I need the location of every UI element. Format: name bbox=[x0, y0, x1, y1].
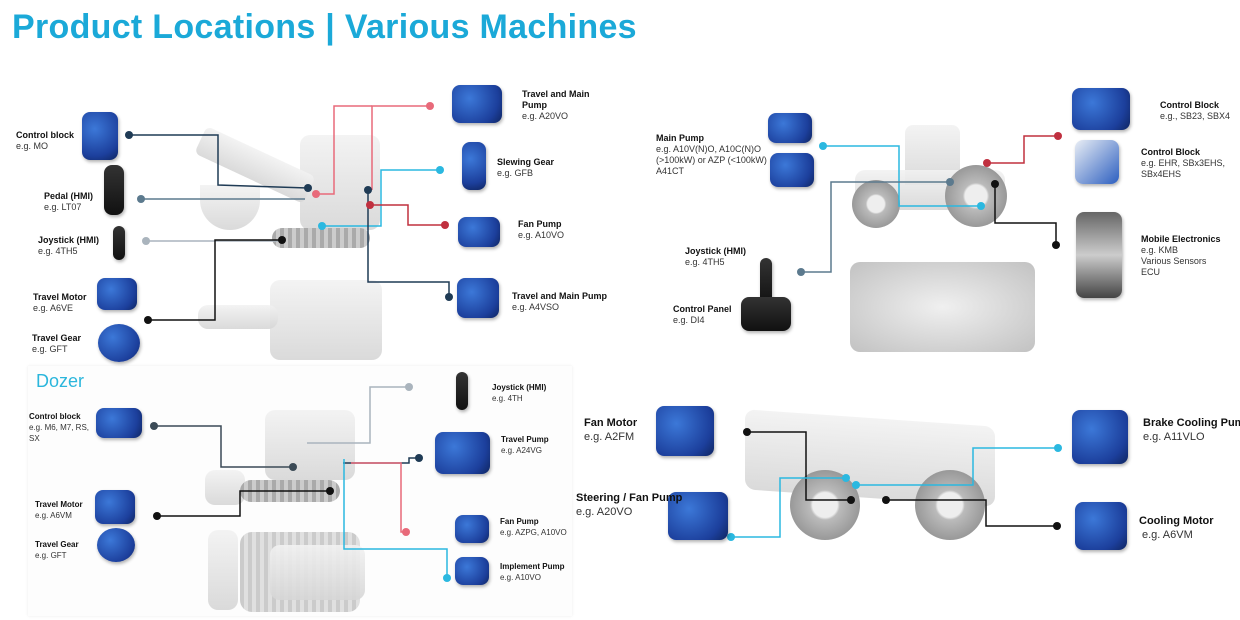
control-block-sb23-image bbox=[1072, 88, 1130, 130]
page-title: Product Locations | Various Machines bbox=[12, 8, 637, 46]
pedal-image bbox=[104, 165, 124, 215]
travel-gear-image bbox=[98, 324, 140, 362]
control-block-image bbox=[82, 112, 118, 160]
mobile-electronics-image bbox=[1076, 212, 1122, 298]
control-panel-image bbox=[741, 297, 791, 331]
tractor-joystick-image bbox=[760, 258, 772, 304]
implement-pump-image bbox=[455, 557, 489, 585]
steering-fan-pump-image bbox=[668, 492, 728, 540]
travel-main-pump-a20vo-image bbox=[452, 85, 502, 123]
label-pedal: Pedal (HMI)e.g. LT07 bbox=[44, 191, 94, 212]
dozer-fan-pump-image bbox=[455, 515, 489, 543]
label-dozer-joystick: Joystick (HMI)e.g. 4TH bbox=[492, 383, 547, 403]
joystick-image bbox=[113, 226, 125, 260]
slewing-gear-image bbox=[462, 142, 486, 190]
control-block-ehr-image bbox=[1075, 140, 1119, 184]
brake-cooling-pump-image bbox=[1072, 410, 1128, 464]
dozer-joystick-image bbox=[456, 372, 468, 410]
travel-pump-image bbox=[435, 432, 490, 474]
label-joystick: Joystick (HMI)e.g. 4TH5 bbox=[38, 235, 100, 256]
travel-main-pump-a4vso-image bbox=[457, 278, 499, 318]
label-tractor-joystick: Joystick (HMI)e.g. 4TH5 bbox=[685, 246, 747, 267]
main-pump-image-2 bbox=[770, 153, 814, 187]
dozer-control-block-image bbox=[96, 408, 142, 438]
fan-pump-image bbox=[458, 217, 500, 247]
dozer-travel-gear-image bbox=[97, 528, 135, 562]
travel-motor-image bbox=[97, 278, 137, 310]
cooling-motor-image bbox=[1075, 502, 1127, 550]
main-pump-image-1 bbox=[768, 113, 812, 143]
dozer-title: Dozer bbox=[36, 371, 85, 391]
fan-motor-image bbox=[656, 406, 714, 456]
dozer-travel-motor-image bbox=[95, 490, 135, 524]
